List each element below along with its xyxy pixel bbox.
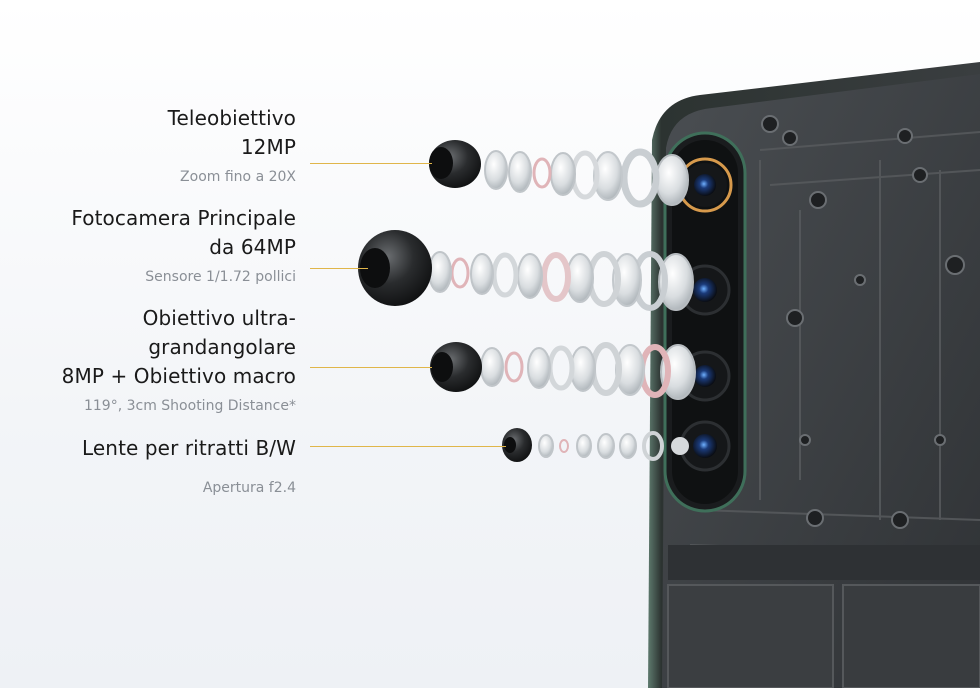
title-line: Obiettivo ultra- bbox=[142, 306, 296, 330]
label-main-camera: Fotocamera Principale da 64MP Sensore 1/… bbox=[71, 204, 296, 288]
leader-line-ultrawide bbox=[310, 367, 432, 368]
label-title: Obiettivo ultra- grandangolare 8MP + Obi… bbox=[62, 304, 296, 391]
label-subtitle: 119°, 3cm Shooting Distance* bbox=[83, 398, 296, 414]
title-line: Fotocamera Principale bbox=[71, 206, 296, 230]
exploded-lens-stack-bw bbox=[502, 428, 689, 462]
exploded-lens-stack-ultrawide bbox=[430, 342, 696, 400]
title-line: 8MP + Obiettivo macro bbox=[61, 364, 296, 388]
leader-line-main bbox=[310, 268, 368, 269]
label-title: Fotocamera Principale da 64MP bbox=[71, 204, 296, 262]
title-line: Lente per ritratti B/W bbox=[82, 436, 296, 460]
label-title: Teleobiettivo 12MP bbox=[168, 104, 296, 162]
leader-line-telephoto bbox=[310, 163, 432, 164]
label-ultrawide-macro: Obiettivo ultra- grandangolare 8MP + Obi… bbox=[62, 304, 296, 417]
title-line: grandangolare bbox=[148, 335, 296, 359]
label-subtitle: Sensore 1/1.72 pollici bbox=[145, 269, 296, 285]
exploded-lens-stack-main bbox=[358, 230, 694, 311]
label-bw-portrait: Lente per ritratti B/W Apertura f2.4 bbox=[82, 434, 296, 499]
title-line: Teleobiettivo bbox=[167, 106, 296, 130]
label-subtitle: Apertura f2.4 bbox=[202, 480, 296, 496]
label-title: Lente per ritratti B/W bbox=[82, 434, 296, 463]
label-subtitle: Zoom fino a 20X bbox=[180, 169, 296, 185]
camera-module bbox=[663, 131, 747, 513]
title-line: 12MP bbox=[240, 135, 296, 159]
exploded-lens-stack-telephoto bbox=[429, 140, 689, 208]
title-line: da 64MP bbox=[209, 235, 296, 259]
leader-line-bw bbox=[310, 446, 506, 447]
label-telephoto: Teleobiettivo 12MP Zoom fino a 20X bbox=[168, 104, 296, 188]
